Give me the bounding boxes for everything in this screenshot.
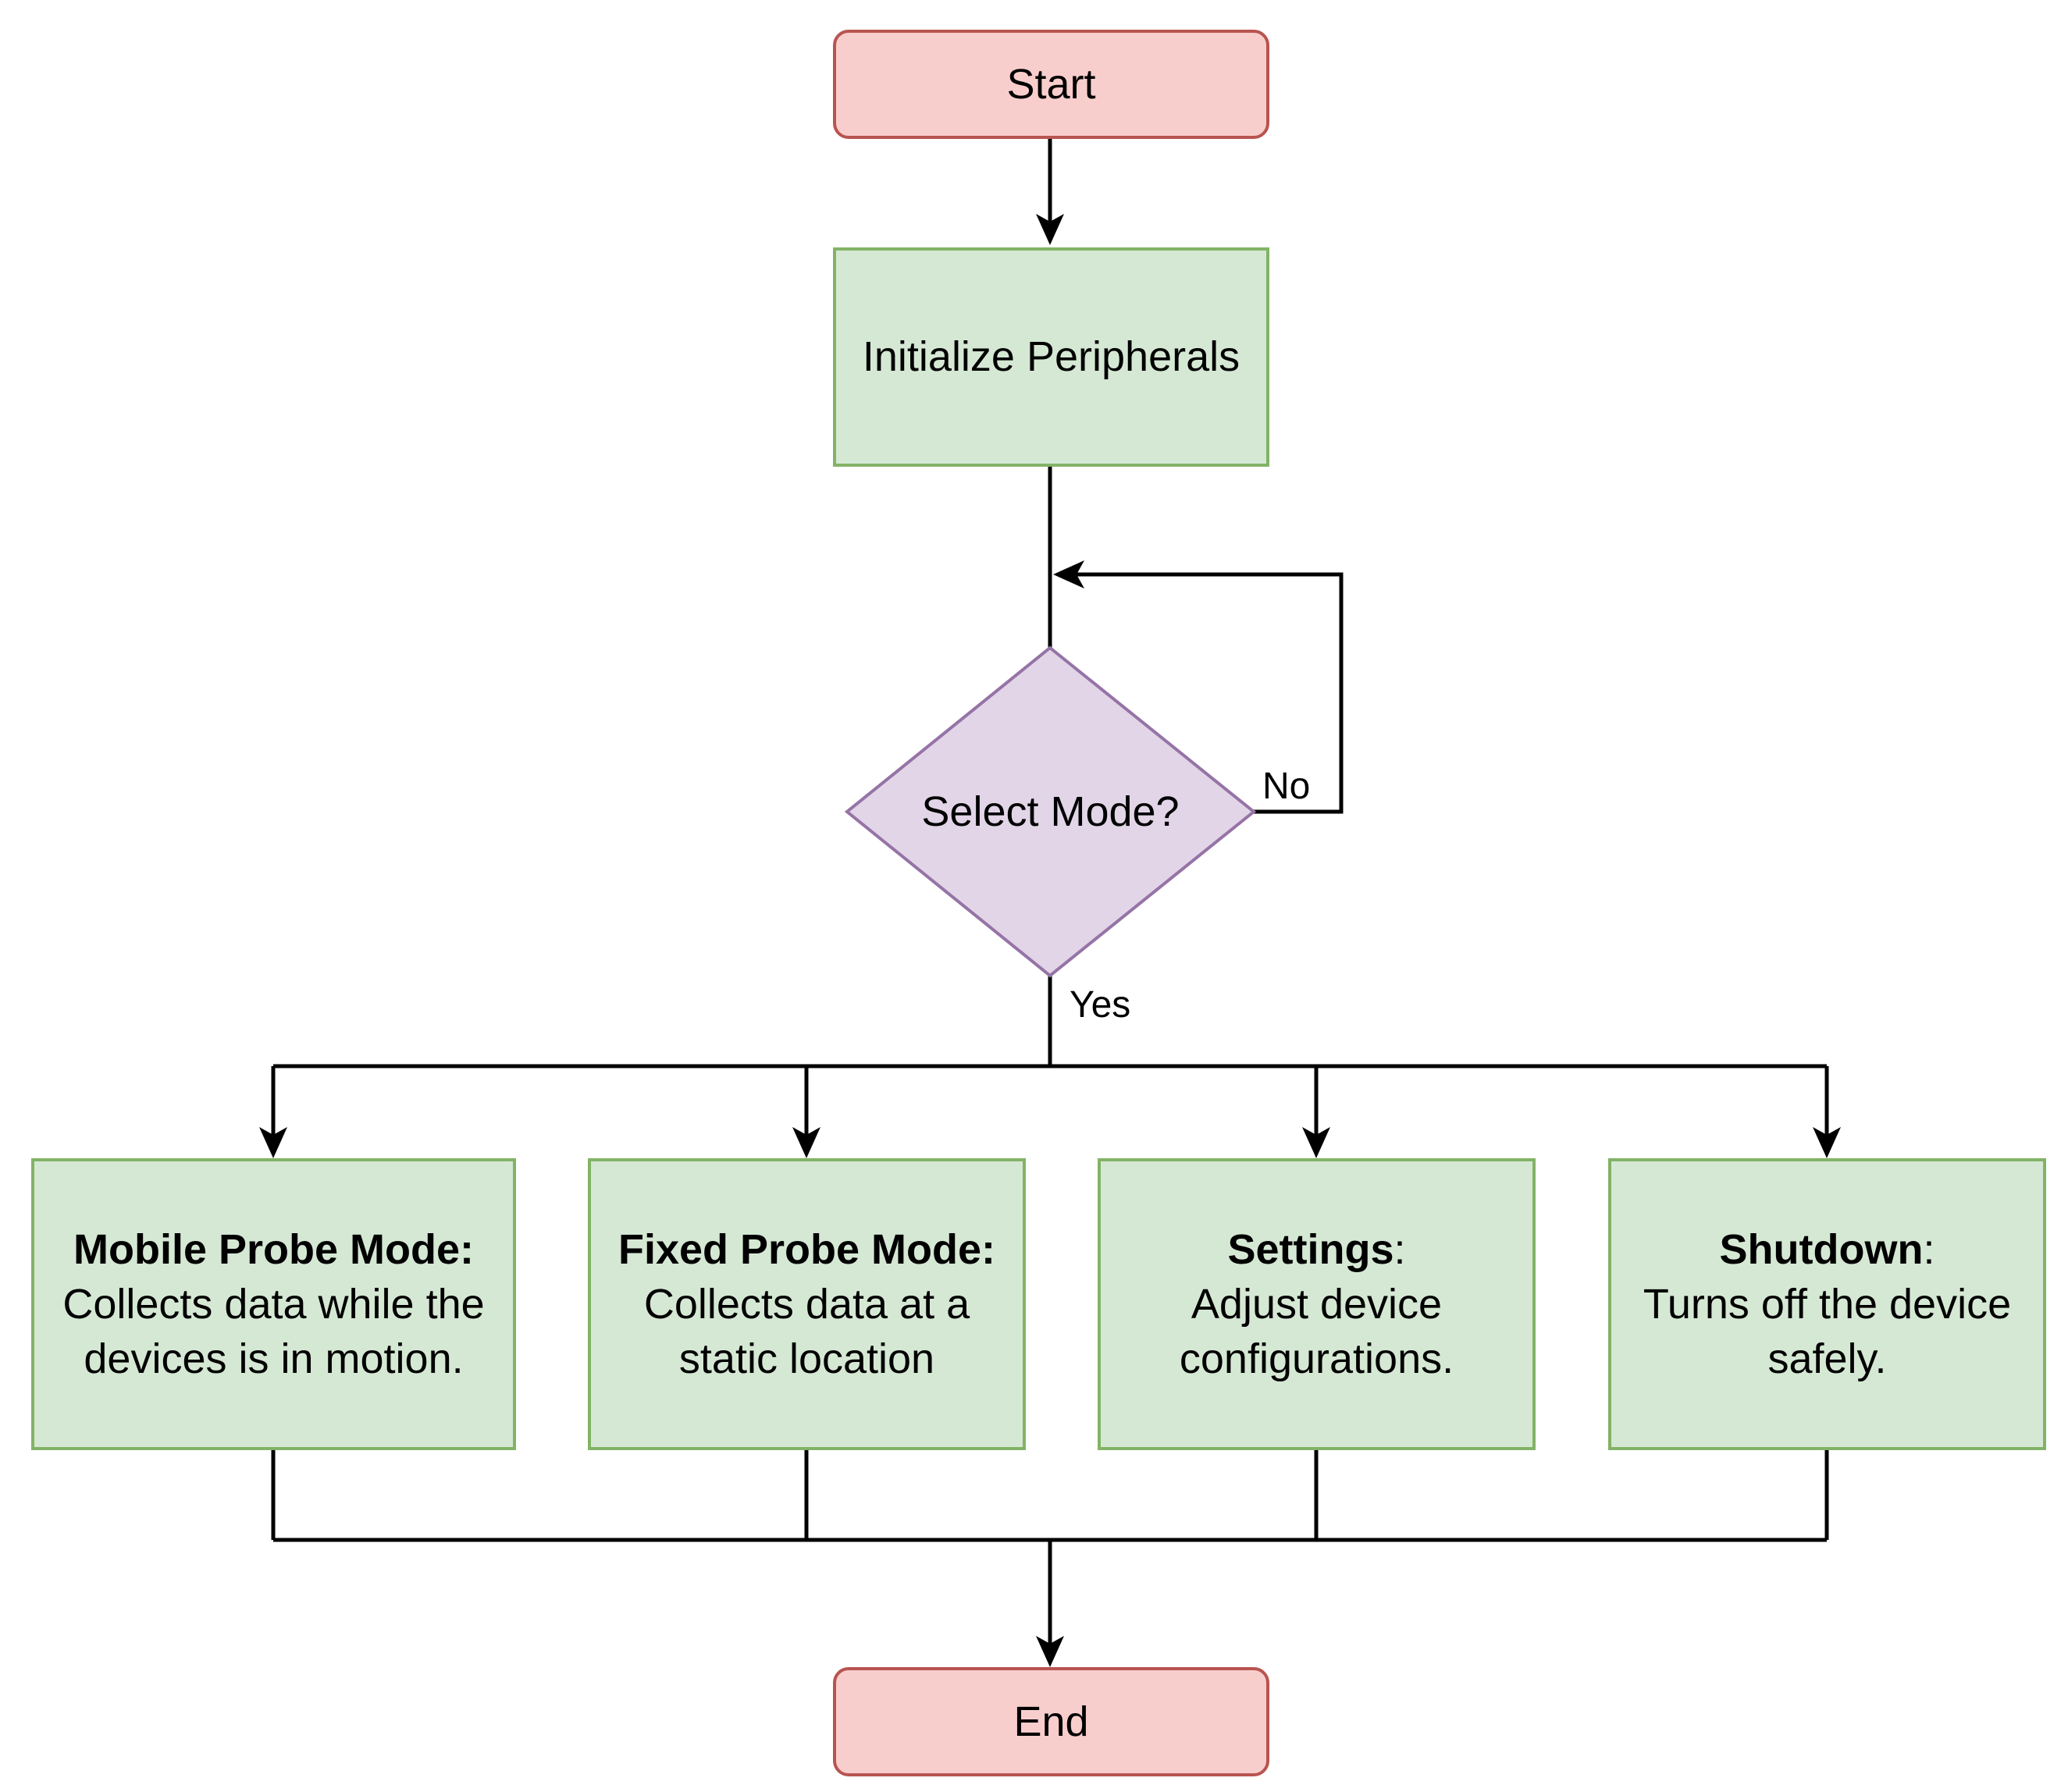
no-edge-label: No — [1262, 766, 1311, 807]
initialize-peripherals-node[interactable]: Initialize Peripherals — [833, 247, 1269, 467]
end-label: End — [1013, 1698, 1089, 1745]
settings-title-line: Settings: — [1227, 1222, 1405, 1277]
yes-edge-label: Yes — [1070, 984, 1131, 1026]
settings-desc-1: Adjust device — [1191, 1280, 1443, 1328]
arrowhead-to-end — [1036, 1636, 1064, 1667]
start-node[interactable]: Start — [833, 30, 1269, 139]
fixed-probe-mode-desc-2: static location — [678, 1335, 935, 1383]
edge-no-loop — [1066, 572, 1344, 814]
arrowhead-to-fixed — [792, 1127, 820, 1158]
settings-title: Settings — [1227, 1225, 1394, 1273]
shutdown-node[interactable]: Shutdown: Turns off the device safely. — [1608, 1158, 2046, 1450]
fixed-probe-mode-title: Fixed Probe Mode: — [618, 1225, 996, 1273]
settings-title-suffix: : — [1393, 1225, 1406, 1273]
arrowhead-start-to-init — [1036, 214, 1064, 245]
fixed-probe-mode-node[interactable]: Fixed Probe Mode: Collects data at a sta… — [588, 1158, 1026, 1450]
shutdown-desc-2: safely. — [1767, 1335, 1887, 1383]
mobile-probe-mode-desc-2: devices is in motion. — [84, 1335, 464, 1383]
decision-label: Select Mode? — [921, 788, 1180, 835]
settings-node[interactable]: Settings: Adjust device configurations. — [1098, 1158, 1536, 1450]
start-label: Start — [1006, 60, 1096, 108]
shutdown-desc-1: Turns off the device — [1643, 1280, 2012, 1328]
fixed-probe-mode-desc-1: Collects data at a — [643, 1280, 970, 1328]
shutdown-title-line: Shutdown: — [1720, 1222, 1935, 1277]
decision-diamond[interactable] — [844, 645, 1257, 978]
arrowhead-no-loop — [1053, 560, 1084, 588]
initialize-peripherals-label: Initialize Peripherals — [862, 333, 1240, 381]
mobile-probe-mode-title: Mobile Probe Mode: — [73, 1225, 474, 1273]
arrowhead-to-settings — [1302, 1127, 1330, 1158]
settings-desc-2: configurations. — [1179, 1335, 1454, 1383]
end-node[interactable]: End — [833, 1667, 1269, 1776]
mobile-probe-mode-desc-1: Collects data while the — [62, 1280, 485, 1328]
mobile-probe-mode-node[interactable]: Mobile Probe Mode: Collects data while t… — [31, 1158, 516, 1450]
shutdown-title-suffix: : — [1923, 1225, 1935, 1273]
shutdown-title: Shutdown — [1719, 1225, 1924, 1273]
arrowhead-to-mobile — [259, 1127, 287, 1158]
arrowhead-to-shutdown — [1813, 1127, 1841, 1158]
